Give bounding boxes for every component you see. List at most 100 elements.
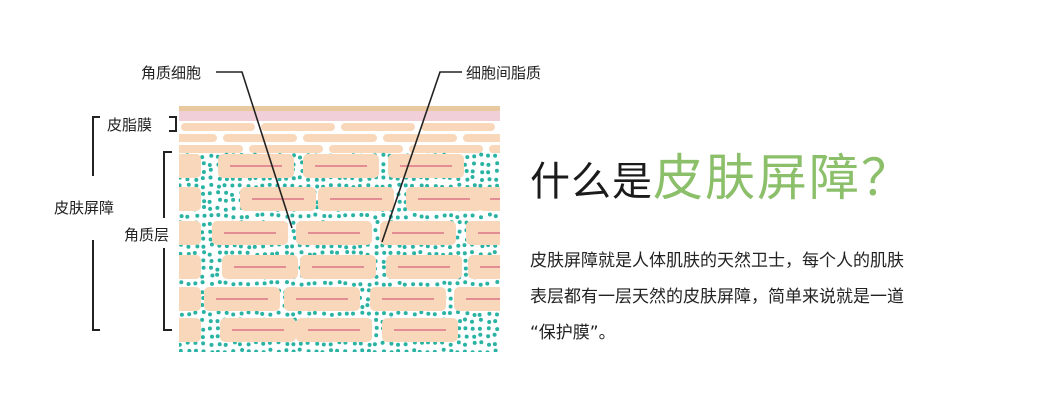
lipid-dot bbox=[410, 183, 414, 188]
lipid-dot bbox=[360, 305, 365, 309]
lipid-dot bbox=[299, 282, 304, 287]
lipid-dot bbox=[321, 342, 326, 347]
lipid-dot bbox=[254, 310, 259, 315]
lipid-dot bbox=[472, 161, 476, 166]
lipid-dot bbox=[465, 177, 470, 182]
lipid-dot bbox=[223, 207, 228, 212]
page-title: 什么是皮肤屏障？ bbox=[530, 148, 913, 212]
lipid-dot bbox=[231, 197, 236, 202]
description-line: 表层都有一层天然的皮肤屏障，简单来说就是一道 bbox=[530, 287, 904, 307]
lipid-dot bbox=[465, 155, 470, 160]
lipid-dot bbox=[343, 213, 348, 218]
lipid-dot bbox=[215, 267, 220, 272]
lipid-dot bbox=[209, 342, 214, 347]
lipid-dot bbox=[382, 349, 386, 352]
lipid-dot bbox=[418, 250, 423, 255]
thin-corneocyte bbox=[501, 123, 560, 131]
lipid-dot bbox=[230, 192, 234, 197]
lipid-dot bbox=[448, 296, 453, 301]
lipid-dot bbox=[472, 340, 477, 345]
lipid-dot bbox=[179, 214, 184, 219]
lipid-dot bbox=[224, 213, 228, 218]
thin-corneocyte bbox=[383, 134, 457, 142]
description: 皮肤屏障就是人体肌肤的天然卫士，每个人的肌肤 表层都有一层天然的皮肤屏障，简单来… bbox=[530, 243, 1064, 351]
lipid-dot bbox=[352, 282, 356, 287]
lipid-dot bbox=[351, 311, 355, 316]
lipid-dot bbox=[195, 244, 200, 249]
lipid-dot bbox=[200, 230, 205, 235]
lipid-dot bbox=[207, 252, 212, 257]
lipid-dot bbox=[463, 326, 468, 331]
lipid-dot bbox=[374, 281, 379, 286]
lipid-dot bbox=[238, 244, 243, 249]
lipid-dot bbox=[360, 310, 365, 315]
corneocyte-brick bbox=[179, 318, 201, 342]
lipid-dot bbox=[470, 319, 474, 324]
lipid-dot bbox=[352, 245, 357, 250]
lipid-dot bbox=[382, 272, 387, 277]
lipid-dot bbox=[312, 281, 317, 286]
lipid-dot bbox=[252, 244, 257, 249]
lipid-dot bbox=[343, 349, 348, 352]
lipid-dot bbox=[387, 282, 392, 287]
lipid-dot bbox=[268, 312, 273, 317]
title-prefix: 什么是 bbox=[530, 159, 653, 205]
lipid-dot bbox=[209, 265, 213, 270]
lipid-dot bbox=[493, 214, 498, 219]
lipid-dot bbox=[254, 349, 259, 352]
lipid-dot bbox=[267, 182, 272, 187]
lipid-dot bbox=[187, 312, 192, 317]
lipid-dot bbox=[395, 215, 400, 220]
thin-corneocyte bbox=[223, 134, 297, 142]
lipid-dot bbox=[486, 326, 491, 331]
lipid-dot bbox=[492, 332, 497, 337]
lipid-dot bbox=[448, 342, 453, 347]
lipid-dot bbox=[335, 348, 340, 352]
lipid-dot bbox=[268, 347, 273, 352]
lipid-dot bbox=[375, 236, 380, 241]
skin-barrier-diagram: 角质细胞 细胞间脂质 皮脂膜 皮肤屏障 角质层 bbox=[54, 64, 560, 352]
lipid-dot bbox=[291, 220, 296, 225]
lipid-dot bbox=[200, 176, 205, 181]
lipid-dot bbox=[321, 177, 326, 182]
lipid-dot bbox=[298, 341, 303, 346]
lipid-dot bbox=[297, 310, 302, 315]
lipid-dot bbox=[328, 281, 333, 286]
lipid-dot bbox=[307, 311, 312, 316]
lipid-dot bbox=[403, 183, 408, 188]
lipid-dot bbox=[337, 244, 342, 249]
lipid-dot bbox=[207, 163, 212, 167]
lipid-dot bbox=[179, 342, 182, 347]
lipid-dot bbox=[404, 349, 409, 352]
lipid-dot bbox=[380, 340, 385, 345]
skin-barrier-bracket-bottom bbox=[92, 240, 100, 331]
lipid-dot bbox=[492, 250, 497, 255]
lipid-dot bbox=[217, 176, 222, 181]
lipid-dot bbox=[328, 342, 333, 347]
lipid-dot bbox=[388, 250, 393, 255]
lipid-dot bbox=[200, 290, 205, 295]
lipid-dot bbox=[315, 341, 320, 346]
lipid-dot bbox=[284, 348, 289, 352]
lipid-dot bbox=[366, 311, 371, 316]
lipid-dot bbox=[255, 213, 260, 217]
lipid-dot bbox=[254, 281, 259, 286]
lipid-dot bbox=[457, 326, 462, 331]
lipid-dot bbox=[328, 183, 333, 188]
thin-corneocyte bbox=[303, 134, 377, 142]
lipid-dot bbox=[397, 199, 402, 204]
lipid-dot bbox=[344, 245, 349, 250]
lipid-dot bbox=[360, 348, 365, 352]
lipid-dot bbox=[276, 310, 281, 315]
lipid-dot bbox=[463, 342, 467, 347]
lipid-dot bbox=[237, 177, 242, 182]
lipid-dot bbox=[216, 213, 221, 217]
lipid-dot bbox=[345, 250, 350, 254]
lipid-dot bbox=[441, 347, 446, 352]
lipid-dot bbox=[297, 175, 302, 180]
lipid-dot bbox=[201, 161, 206, 166]
lipid-dot bbox=[223, 342, 228, 347]
lipid-dot bbox=[463, 213, 468, 218]
lipid-dot bbox=[449, 213, 454, 218]
thin-corneocyte bbox=[409, 145, 483, 153]
